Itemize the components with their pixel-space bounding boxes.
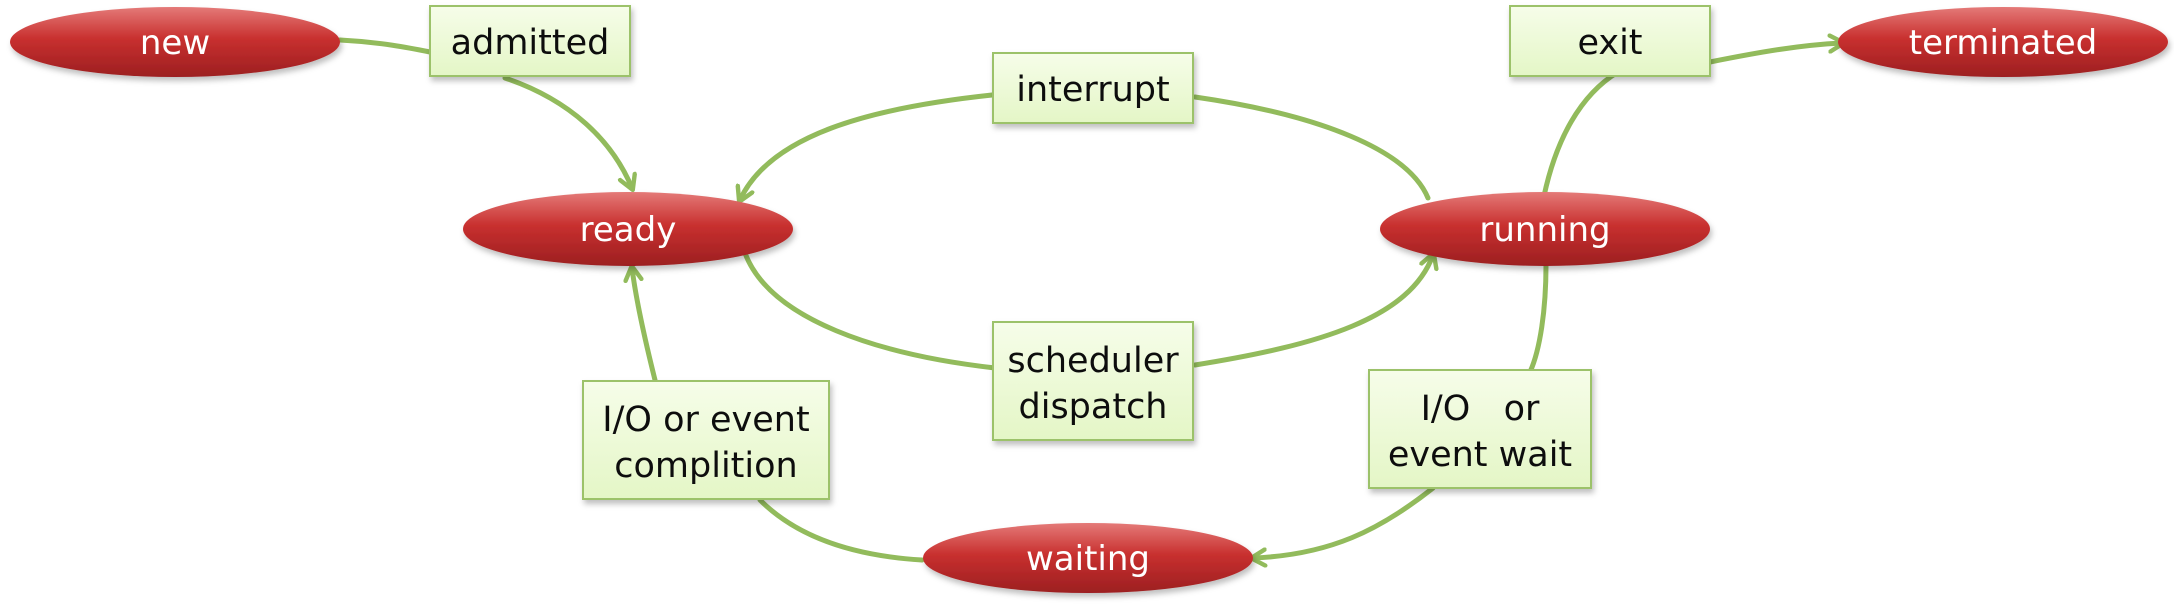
transition-label-line-2: dispatch bbox=[1019, 387, 1168, 427]
arrow-running-to-interrupt bbox=[1192, 94, 1431, 201]
state-label: new bbox=[140, 23, 210, 63]
arrow-running-to-exit bbox=[1541, 69, 1621, 199]
state-ready: ready bbox=[463, 192, 793, 266]
arrow-ready-to-scheduler bbox=[742, 250, 998, 371]
transition-label-line-1: scheduler bbox=[1007, 341, 1179, 381]
state-label: waiting bbox=[1026, 539, 1150, 579]
transition-label: exit bbox=[1577, 23, 1642, 63]
state-running: running bbox=[1380, 192, 1710, 266]
transition-scheduler-dispatch: scheduler dispatch bbox=[992, 321, 1194, 441]
arrow-waiting-to-io-completion bbox=[757, 497, 925, 563]
arrow-running-to-io-wait bbox=[1527, 262, 1549, 375]
transition-label-line-1: I/O or bbox=[1421, 389, 1540, 429]
state-label: ready bbox=[580, 210, 677, 250]
state-label: running bbox=[1479, 210, 1610, 250]
transition-label-line-1: I/O or event bbox=[602, 400, 809, 440]
arrow-interrupt-to-ready bbox=[740, 92, 995, 200]
arrow-io-completion-to-ready bbox=[632, 268, 658, 383]
transition-interrupt: interrupt bbox=[992, 52, 1194, 124]
arrow-admitted-to-ready bbox=[502, 75, 632, 188]
transition-label-line-2: event wait bbox=[1388, 435, 1572, 475]
arrow-io-wait-to-waiting bbox=[1253, 485, 1436, 558]
arrow-new-to-admitted bbox=[337, 37, 433, 55]
arrow-exit-to-terminated bbox=[1707, 43, 1842, 65]
transition-admitted: admitted bbox=[429, 5, 631, 77]
transition-io-event-wait: I/O or event wait bbox=[1368, 369, 1592, 489]
transition-io-event-completion: I/O or event complition bbox=[582, 380, 830, 500]
state-new: new bbox=[10, 7, 340, 77]
state-label: terminated bbox=[1909, 23, 2097, 63]
transition-label: interrupt bbox=[1016, 70, 1169, 110]
transition-exit: exit bbox=[1509, 5, 1711, 77]
transition-label-line-2: complition bbox=[614, 446, 797, 486]
transition-label: admitted bbox=[451, 23, 610, 63]
arrow-scheduler-to-running bbox=[1192, 255, 1433, 368]
state-waiting: waiting bbox=[923, 523, 1253, 593]
state-terminated: terminated bbox=[1838, 7, 2168, 77]
